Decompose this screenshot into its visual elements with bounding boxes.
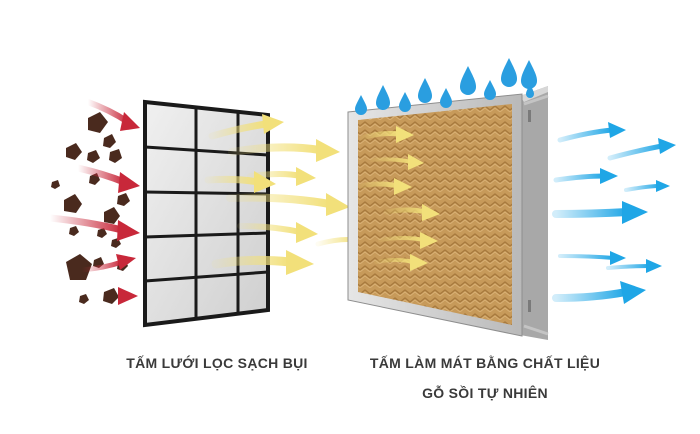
dust-particle xyxy=(103,134,116,148)
water-drop xyxy=(521,60,537,89)
cooling-pad-caption-line2: GỖ SỒI TỰ NHIÊN xyxy=(422,385,548,401)
cool-air-arrow xyxy=(553,168,618,184)
cool-air-arrow xyxy=(624,180,670,192)
dust-particle xyxy=(88,112,108,133)
pad-air-arrow xyxy=(359,126,414,143)
incoming-air-arrow xyxy=(74,164,140,193)
dust-particle xyxy=(117,193,130,206)
incoming-air-arrow xyxy=(85,99,140,131)
dust-particle xyxy=(51,180,60,189)
dust-filter-mesh xyxy=(143,99,270,328)
cool-air-arrow xyxy=(557,122,626,143)
dust-particles xyxy=(51,112,130,304)
filtered-air-arrow xyxy=(226,193,350,216)
dust-particle xyxy=(69,226,79,236)
pad-air-arrow xyxy=(357,178,412,195)
pad-air-arrows xyxy=(357,126,440,271)
water-drop xyxy=(526,84,534,98)
pad-air-arrow xyxy=(378,232,438,249)
water-drop xyxy=(440,88,452,108)
dust-particle xyxy=(97,228,107,238)
filtered-air-arrow xyxy=(208,114,284,140)
filtered-air-arrow xyxy=(211,250,314,275)
cool-air-arrow xyxy=(552,201,648,224)
cool-air-arrow xyxy=(606,259,662,273)
cool-air-arrow xyxy=(558,251,626,265)
filtered-air-arrows xyxy=(204,114,370,275)
filtered-air-arrow xyxy=(237,222,318,243)
pad-air-arrow xyxy=(370,154,424,170)
incoming-air-arrow xyxy=(83,287,138,305)
incoming-air-arrow xyxy=(79,254,136,273)
water-drop xyxy=(460,66,476,95)
pad-air-arrow xyxy=(374,254,428,271)
cooling-pad-caption-line1: TẤM LÀM MÁT BẰNG CHẤT LIỆU xyxy=(369,355,601,371)
incoming-air-arrow xyxy=(46,214,140,241)
water-drop xyxy=(376,85,390,110)
pad-air-arrow xyxy=(383,204,440,221)
dust-particle xyxy=(64,194,82,213)
dust-particle xyxy=(66,143,82,160)
dust-particle xyxy=(87,150,100,163)
filtered-air-arrow xyxy=(247,167,316,186)
water-drop xyxy=(399,92,411,112)
cooling-pad xyxy=(347,86,549,340)
cool-air-arrow xyxy=(552,281,646,304)
water-drops xyxy=(355,58,537,115)
water-drop xyxy=(355,95,367,115)
cool-air-arrows xyxy=(552,122,676,304)
dust-particle xyxy=(111,238,121,248)
dust-particle xyxy=(104,207,120,224)
dust-filter-caption: TẤM LƯỚI LỌC SẠCH BỤI xyxy=(126,355,308,371)
water-drop xyxy=(501,58,517,87)
cool-air-arrow xyxy=(607,138,676,161)
filtered-air-arrow xyxy=(228,139,340,162)
dust-particle xyxy=(109,149,122,163)
water-drop xyxy=(418,78,432,103)
incoming-air-arrows xyxy=(46,99,140,305)
water-drop xyxy=(484,80,496,100)
dust-particle xyxy=(66,254,92,280)
